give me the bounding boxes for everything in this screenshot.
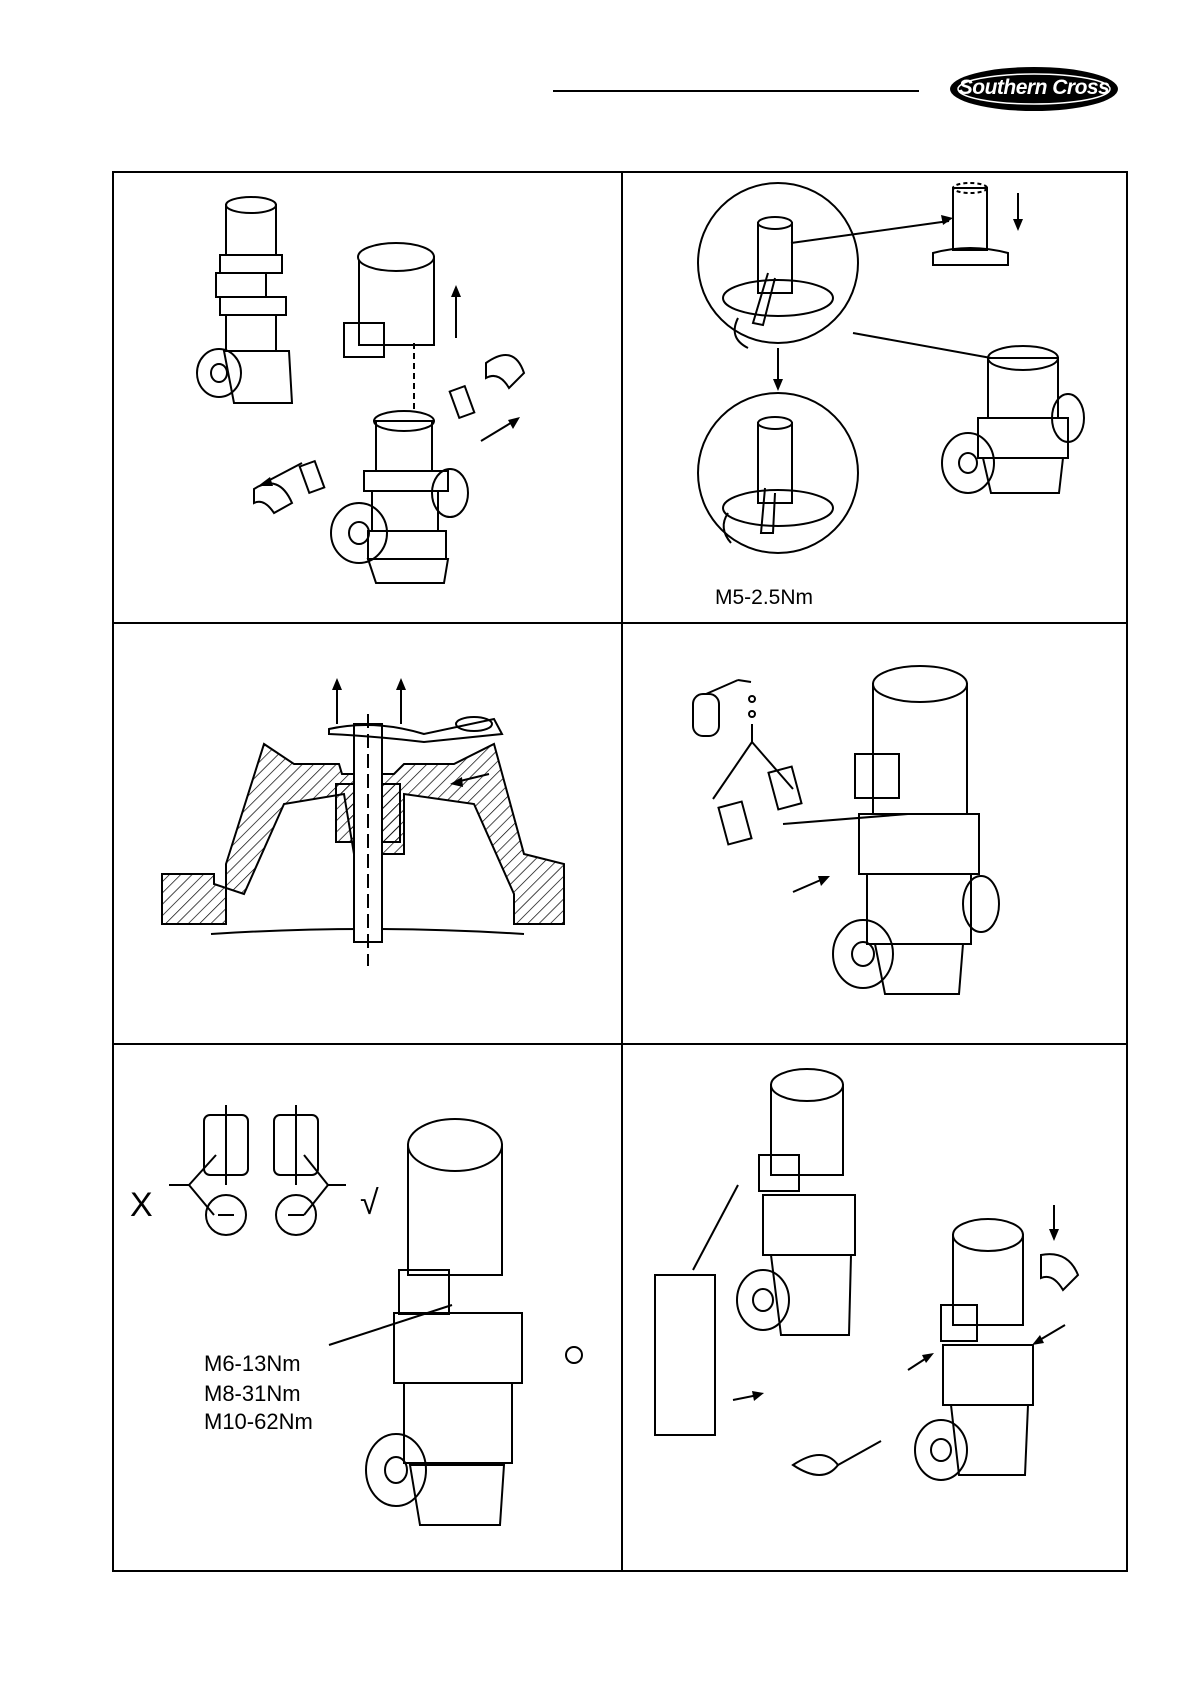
check-icon: √ (360, 1186, 379, 1220)
panel-step-2: M5-2.5Nm (623, 173, 1128, 622)
shaft-adjustment-illustration (623, 173, 1128, 622)
panel-step-4 (623, 624, 1128, 1043)
panel-step-5: X √ M6-13Nm M8-31Nm M10-62Nm (114, 1045, 621, 1572)
instruction-grid: M5-2.5Nm (112, 171, 1128, 1572)
panel-step-6 (623, 1045, 1128, 1572)
panel-step-3 (114, 624, 621, 1043)
brand-name: Southern Cross (945, 62, 1123, 114)
panel-step-1 (114, 173, 621, 622)
torque-label-m6: M6-13Nm (204, 1351, 301, 1377)
coupling-alignment-illustration (114, 1045, 621, 1572)
torque-label: M5-2.5Nm (715, 586, 813, 610)
cross-section-illustration (114, 624, 621, 1043)
torque-label-m10: M10-62Nm (204, 1409, 313, 1435)
cross-icon: X (130, 1188, 153, 1222)
pump-dismantle-illustration (114, 173, 621, 622)
brand-logo: Southern Cross (945, 62, 1123, 114)
guard-refit-illustration (623, 1045, 1128, 1572)
torque-label-m8: M8-31Nm (204, 1381, 301, 1407)
header-rule (553, 90, 919, 92)
lubrication-illustration (623, 624, 1128, 1043)
